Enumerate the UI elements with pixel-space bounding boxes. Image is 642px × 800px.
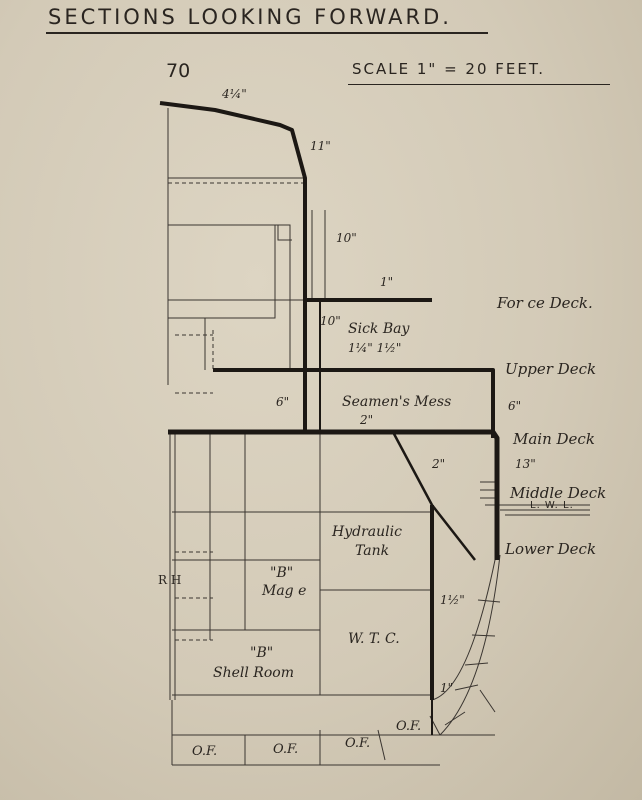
armour-roof-side-thickness: 11" [310,139,331,153]
hydraulic-tank-label-2: Tank [355,543,390,559]
frame-number: 70 [166,60,191,82]
hydraulic-tank-label: Hydraulic [332,524,402,540]
b-shell-room-label: "B" [250,645,274,661]
scale-label: SCALE 1" = 20 FEET. [352,60,545,78]
wtc-label: W. T. C. [348,631,400,647]
armour-plating [159,101,500,735]
armour-forecastle-thickness: 1" [380,275,394,289]
armour-bulkhead-thickness: 1½" [440,593,465,607]
main-deck-label: Main Deck [513,430,595,448]
oil-fuel-tank-label: O.F. [396,719,422,734]
armour-upper-deck-thickness: 1¼" 1½" [348,341,402,355]
armour-tower-thickness: 10" [336,231,357,245]
armour-bottom-thickness: 1" [440,681,454,695]
middle-deck-label: Middle Deck [510,484,607,502]
oil-fuel-tank-label: O.F. [192,744,218,759]
oil-fuel-tank-label: O.F. [273,742,299,757]
armour-mess-left-thickness: 6" [276,395,290,409]
title-underline [46,32,488,34]
drawing-title: SECTIONS LOOKING FORWARD. [48,5,452,29]
waterline-label: L. W. L. [530,500,574,511]
b-magazine-label-2: Mag e [262,583,307,599]
rh-label: R H [158,573,182,587]
lower-deck-label: Lower Deck [505,540,597,558]
scale-underline [348,84,610,85]
oil-fuel-tank-label: O.F. [345,736,371,751]
seamens-mess-label: Seamen's Mess [342,394,452,410]
b-shell-room-label-2: Shell Room [213,665,294,681]
armour-mess-right-thickness: 6" [508,399,522,413]
armour-belt-thickness: 13" [515,457,536,471]
sick-bay-label: Sick Bay [348,321,410,337]
b-magazine-label: "B" [270,565,294,581]
armour-tower-lower-thickness: 10" [320,314,341,328]
armour-roof-thickness: 4¼" [222,87,247,101]
upper-deck-label: Upper Deck [505,360,597,378]
armour-main-deck-thickness: 2" [360,413,374,427]
forecastle-deck-label: For ce Deck. [497,294,593,312]
thin-structure-lines [167,108,590,766]
armour-slope-thickness: 2" [432,457,446,471]
